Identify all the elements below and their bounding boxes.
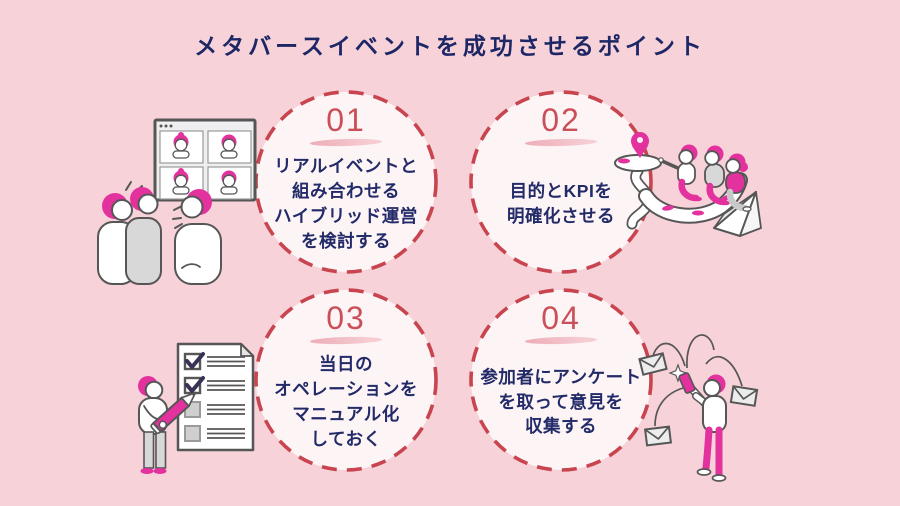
goal-pin-paper-plane-icon — [614, 132, 762, 238]
page-title: メタバースイベントを成功させるポイント — [194, 33, 706, 59]
goal-journey-illustration — [610, 112, 796, 270]
point-card-content: 04 参加者にアンケート を取って意見を 収集する — [467, 286, 655, 474]
point-text: リアルイベントと 組み合わせる ハイブリッド運営 を検討する — [274, 146, 418, 276]
point-number: 04 — [541, 300, 581, 336]
point-number: 03 — [326, 300, 366, 336]
point-card-3: 03 当日の オペレーションを マニュアル化 しておく — [252, 286, 440, 474]
point-card-content: 01 リアルイベントと 組み合わせる ハイブリッド運営 を検討する — [252, 88, 440, 276]
point-card-content: 02 目的とKPIを 明確化させる — [467, 88, 655, 276]
point-text-line: ハイブリッド運営 — [274, 206, 418, 226]
checklist-illustration — [114, 332, 268, 484]
point-text-line: を取って意見を — [498, 391, 624, 412]
dashed-circle-border — [254, 288, 438, 472]
point-text-line: 当日の — [319, 354, 373, 375]
point-text-line: しておく — [310, 428, 382, 449]
point-text-line: オペレーションを — [274, 379, 418, 400]
point-text-line: 参加者にアンケート — [480, 366, 642, 387]
mail-survey-icon — [638, 334, 759, 482]
dashed-circle-border — [469, 288, 653, 472]
mail-survey-illustration — [628, 326, 790, 498]
point-text-line: 目的とKPIを — [509, 181, 613, 202]
point-text-line: 組み合わせる — [291, 181, 400, 202]
point-text-line: マニュアル化 — [292, 404, 400, 424]
video-call-icon — [97, 118, 257, 285]
point-card-content: 03 当日の オペレーションを マニュアル化 しておく — [252, 286, 440, 474]
dashed-circle-border — [469, 90, 653, 274]
point-number: 02 — [541, 102, 581, 138]
checklist-icon — [138, 342, 255, 474]
point-number: 01 — [326, 102, 366, 138]
video-call-illustration — [78, 96, 274, 286]
point-text-line: 収集する — [525, 416, 597, 437]
point-card-4: 04 参加者にアンケート を取って意見を 収集する — [467, 286, 655, 474]
point-text-line: リアルイベントと — [274, 156, 418, 177]
point-text: 目的とKPIを 明確化させる — [507, 146, 615, 276]
point-text-line: 明確化させる — [507, 206, 615, 226]
point-text: 当日の オペレーションを マニュアル化 しておく — [274, 344, 418, 474]
point-card-2: 02 目的とKPIを 明確化させる — [467, 88, 655, 276]
point-text-line: を検討する — [300, 230, 391, 251]
point-text: 参加者にアンケート を取って意見を 収集する — [480, 344, 641, 474]
point-card-1: 01 リアルイベントと 組み合わせる ハイブリッド運営 を検討する — [252, 88, 440, 276]
